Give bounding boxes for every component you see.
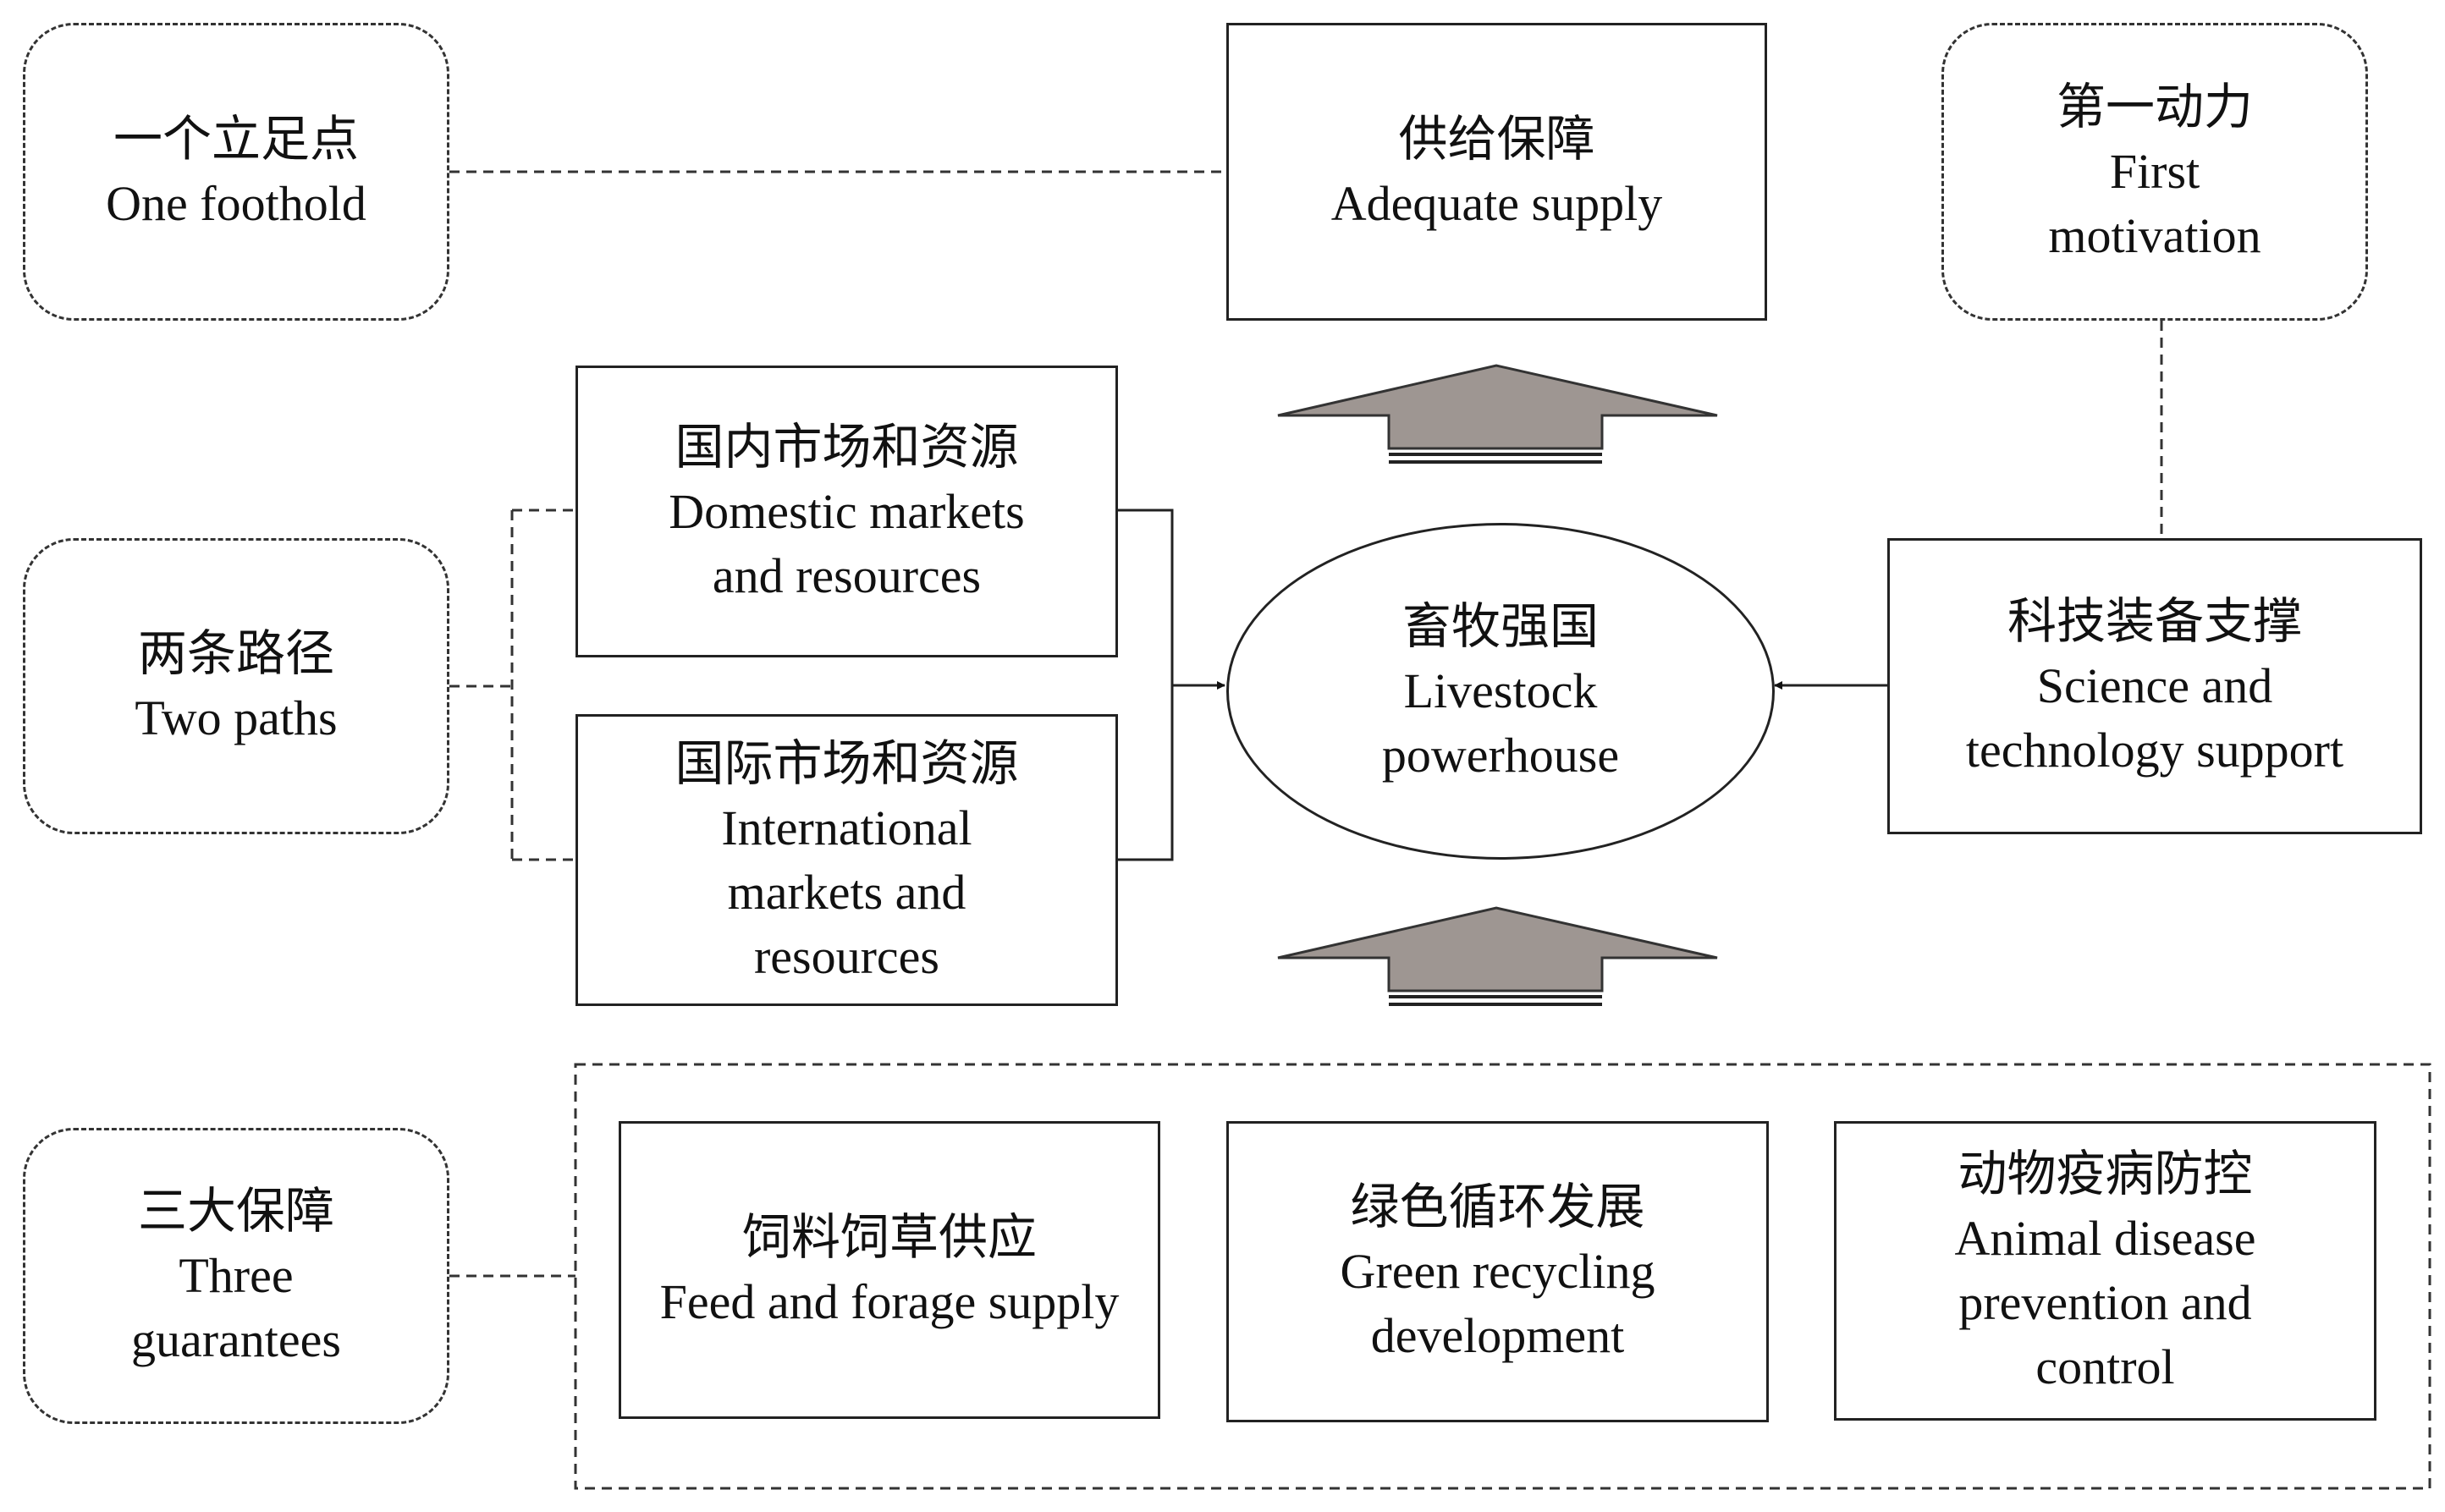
- adequate-supply-en-1: Adequate supply: [1330, 176, 1663, 231]
- center-zh: 畜牧强国: [1401, 599, 1599, 654]
- center-en-2: powerhouse: [1381, 728, 1620, 783]
- international-markets-en-1: International: [721, 800, 972, 855]
- label-two-paths-zh: 两条路径: [137, 626, 334, 681]
- box-adequate-supply: 供给保障 Adequate supply: [1226, 23, 1767, 321]
- support-en-2: technology support: [1965, 723, 2344, 778]
- green-recycling-en-2: development: [1370, 1308, 1625, 1363]
- support-en-1: Science and: [2036, 658, 2273, 713]
- label-two-paths: 两条路径 Two paths: [23, 538, 449, 834]
- green-recycling-zh: 绿色循环发展: [1350, 1179, 1645, 1234]
- support-zh: 科技装备支撑: [2007, 594, 2302, 649]
- international-markets-zh: 国际市场和资源: [675, 735, 1019, 791]
- label-one-foothold-zh: 一个立足点: [113, 112, 359, 167]
- animal-disease-en-2: prevention and: [1958, 1275, 2252, 1330]
- box-domestic-markets: 国内市场和资源 Domestic markets and resources: [575, 366, 1118, 657]
- block-arrow-upper: [1277, 364, 1718, 464]
- first-motivation-en-1: First: [2109, 144, 2200, 199]
- domestic-markets-en-1: Domestic markets: [669, 483, 1025, 539]
- dashed-bracket-two-paths: [449, 509, 575, 861]
- animal-disease-en-3: control: [2035, 1339, 2175, 1394]
- box-science-technology-support: 科技装备支撑 Science and technology support: [1887, 538, 2422, 834]
- box-animal-disease-control: 动物疫病防控 Animal disease prevention and con…: [1834, 1121, 2376, 1421]
- label-two-paths-en-1: Two paths: [135, 690, 338, 745]
- block-arrow-lower: [1277, 906, 1718, 1006]
- label-three-guarantees: 三大保障 Three guarantees: [23, 1128, 449, 1424]
- box-green-recycling: 绿色循环发展 Green recycling development: [1226, 1121, 1769, 1422]
- domestic-markets-zh: 国内市场和资源: [675, 419, 1019, 475]
- label-one-foothold-en-1: One foothold: [106, 176, 366, 231]
- box-international-markets: 国际市场和资源 International markets and resour…: [575, 714, 1118, 1006]
- international-markets-en-3: resources: [753, 928, 939, 984]
- center-en-1: Livestock: [1403, 663, 1598, 718]
- animal-disease-zh: 动物疫病防控: [1958, 1146, 2253, 1201]
- label-three-guarantees-en-2: guarantees: [131, 1312, 341, 1367]
- center-livestock-powerhouse: 畜牧强国 Livestock powerhouse: [1226, 523, 1775, 860]
- feed-forage-en-1: Feed and forage supply: [659, 1274, 1120, 1329]
- bracket-paths-to-center: [1118, 509, 1225, 861]
- label-first-motivation: 第一动力 First motivation: [1941, 23, 2368, 321]
- domestic-markets-en-2: and resources: [712, 547, 982, 603]
- guarantees-container: [574, 1063, 2431, 1490]
- first-motivation-zh: 第一动力: [2056, 80, 2253, 135]
- international-markets-en-2: markets and: [727, 864, 966, 920]
- label-one-foothold: 一个立足点 One foothold: [23, 23, 449, 321]
- animal-disease-en-1: Animal disease: [1954, 1211, 2256, 1266]
- label-three-guarantees-en-1: Three: [179, 1248, 294, 1303]
- label-three-guarantees-zh: 三大保障: [137, 1184, 334, 1239]
- first-motivation-en-2: motivation: [2048, 208, 2261, 263]
- box-feed-forage-supply: 饲料饲草供应 Feed and forage supply: [619, 1121, 1160, 1419]
- adequate-supply-zh: 供给保障: [1398, 112, 1595, 167]
- green-recycling-en-1: Green recycling: [1340, 1244, 1655, 1299]
- feed-forage-zh: 饲料饲草供应: [741, 1210, 1037, 1265]
